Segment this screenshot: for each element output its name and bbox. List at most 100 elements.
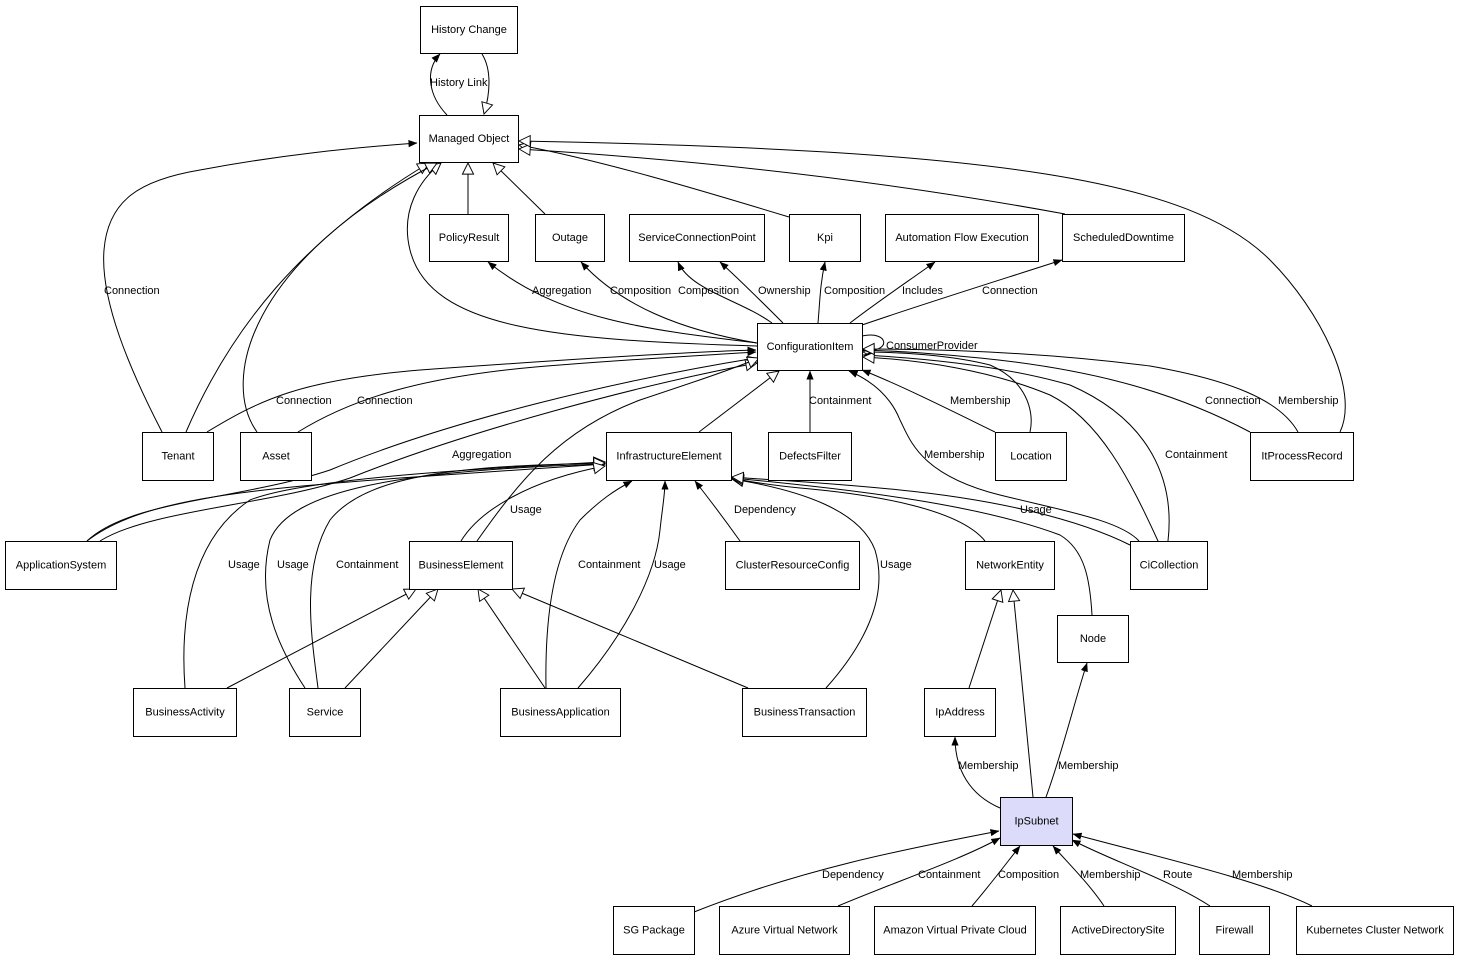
node-box[interactable] [1062, 214, 1185, 262]
node-business-transaction[interactable]: BusinessTransaction [742, 688, 867, 737]
node-box[interactable] [500, 688, 621, 737]
node-box[interactable] [613, 906, 695, 955]
node-ip-subnet[interactable]: IpSubnet [1000, 797, 1073, 846]
node-defects-filter[interactable]: DefectsFilter [768, 432, 852, 481]
node-label: DefectsFilter [779, 451, 841, 463]
node-ci-collection[interactable]: CiCollection [1130, 541, 1208, 590]
node-box[interactable] [606, 432, 732, 481]
node-box[interactable] [1199, 906, 1270, 955]
node-it-process-record[interactable]: ItProcessRecord [1250, 432, 1354, 481]
node-box[interactable] [995, 432, 1067, 481]
node-ip-address[interactable]: IpAddress [924, 688, 996, 737]
node-kpi[interactable]: Kpi [789, 214, 861, 262]
node-box[interactable] [924, 688, 996, 737]
node-application-system[interactable]: ApplicationSystem [5, 541, 117, 590]
edge-label: Usage [228, 559, 260, 571]
node-box[interactable] [419, 115, 519, 163]
node-box[interactable] [874, 906, 1036, 955]
node-configuration-item[interactable]: ConfigurationItem [757, 323, 863, 371]
node-tenant[interactable]: Tenant [142, 432, 214, 481]
node-label: IpAddress [935, 707, 985, 719]
node-label: PolicyResult [439, 232, 500, 244]
edge-configuration-item-to-policy-result: Aggregation [487, 261, 758, 344]
edge-ci-collection-to-configuration-item [863, 357, 1159, 542]
edge-it-process-record-to-configuration-item: Membership [863, 349, 1339, 433]
node-automation-flow-execution[interactable]: Automation Flow Execution [885, 214, 1039, 262]
node-label: Tenant [161, 451, 194, 463]
node-box[interactable] [133, 688, 237, 737]
node-box[interactable] [240, 432, 312, 481]
node-label: BusinessApplication [511, 707, 609, 719]
node-box[interactable] [1057, 615, 1129, 663]
node-location[interactable]: Location [995, 432, 1067, 481]
edge-application-system-to-infrastructure-element [86, 464, 605, 542]
edge-line [103, 140, 418, 433]
node-box[interactable] [629, 214, 765, 262]
edge-line [719, 261, 784, 324]
node-box[interactable] [1130, 541, 1208, 590]
node-box[interactable] [742, 688, 867, 737]
edge-history-change-to-managed-object [482, 53, 489, 114]
node-service[interactable]: Service [289, 688, 361, 737]
node-service-connection-point[interactable]: ServiceConnectionPoint [629, 214, 765, 262]
edge-line [487, 261, 758, 344]
node-box[interactable] [1250, 432, 1354, 481]
node-policy-result[interactable]: PolicyResult [429, 214, 509, 262]
node-node[interactable]: Node [1057, 615, 1129, 663]
node-box[interactable] [885, 214, 1039, 262]
node-active-directory-site[interactable]: ActiveDirectorySite [1060, 906, 1176, 955]
node-amazon-virtual-private-cloud[interactable]: Amazon Virtual Private Cloud [874, 906, 1036, 955]
node-kubernetes-cluster-network[interactable]: Kubernetes Cluster Network [1296, 906, 1454, 955]
edge-line [694, 480, 741, 542]
node-box[interactable] [1296, 906, 1454, 955]
node-box[interactable] [1060, 906, 1176, 955]
node-box[interactable] [289, 688, 361, 737]
edge-business-element-to-configuration-item [476, 358, 759, 542]
edge-label: Composition [998, 869, 1059, 881]
node-box[interactable] [757, 323, 863, 371]
node-infrastructure-element[interactable]: InfrastructureElement [606, 432, 732, 481]
node-azure-virtual-network[interactable]: Azure Virtual Network [719, 906, 850, 955]
node-business-application[interactable]: BusinessApplication [500, 688, 621, 737]
node-box[interactable] [719, 906, 850, 955]
edge-asset-to-configuration-item: Connection [297, 348, 757, 433]
node-label: ConfigurationItem [767, 341, 854, 353]
node-box[interactable] [420, 6, 518, 54]
node-box[interactable] [429, 214, 509, 262]
node-box[interactable] [768, 432, 852, 481]
node-business-element[interactable]: BusinessElement [409, 541, 513, 590]
edge-ci-collection-to-configuration-item: Membership [848, 370, 1140, 542]
node-box[interactable] [142, 432, 214, 481]
node-label: ActiveDirectorySite [1072, 925, 1165, 937]
node-asset[interactable]: Asset [240, 432, 312, 481]
edge-label: Containment [1165, 449, 1227, 461]
node-box[interactable] [1000, 797, 1073, 846]
node-history-change[interactable]: History Change [420, 6, 518, 54]
node-label: ServiceConnectionPoint [638, 232, 755, 244]
node-outage[interactable]: Outage [535, 214, 605, 262]
node-box[interactable] [725, 541, 860, 590]
node-label: History Change [431, 24, 507, 36]
edge-azure-virtual-network-to-ip-subnet: Containment [837, 837, 1001, 907]
edge-configuration-item-to-kpi: Composition [817, 261, 885, 324]
edge-configuration-item-to-automation-flow-execution: Includes [849, 261, 943, 324]
node-label: SG Package [623, 925, 685, 937]
node-box[interactable] [789, 214, 861, 262]
node-managed-object[interactable]: Managed Object [419, 115, 519, 163]
node-box[interactable] [965, 541, 1055, 590]
edge-line [493, 163, 546, 215]
node-box[interactable] [535, 214, 605, 262]
node-network-entity[interactable]: NetworkEntity [965, 541, 1055, 590]
node-sg-package[interactable]: SG Package [613, 906, 695, 955]
node-box[interactable] [5, 541, 117, 590]
edge-line [265, 464, 605, 689]
node-box[interactable] [409, 541, 513, 590]
node-business-activity[interactable]: BusinessActivity [133, 688, 237, 737]
node-cluster-resource-config[interactable]: ClusterResourceConfig [725, 541, 860, 590]
edge-ip-subnet-to-ip-address: Membership [951, 736, 1019, 809]
node-firewall[interactable]: Firewall [1199, 906, 1270, 955]
node-scheduled-downtime[interactable]: ScheduledDowntime [1062, 214, 1185, 262]
edge-line [242, 163, 437, 433]
edge-line [863, 349, 1299, 433]
edge-label: Composition [824, 285, 885, 297]
